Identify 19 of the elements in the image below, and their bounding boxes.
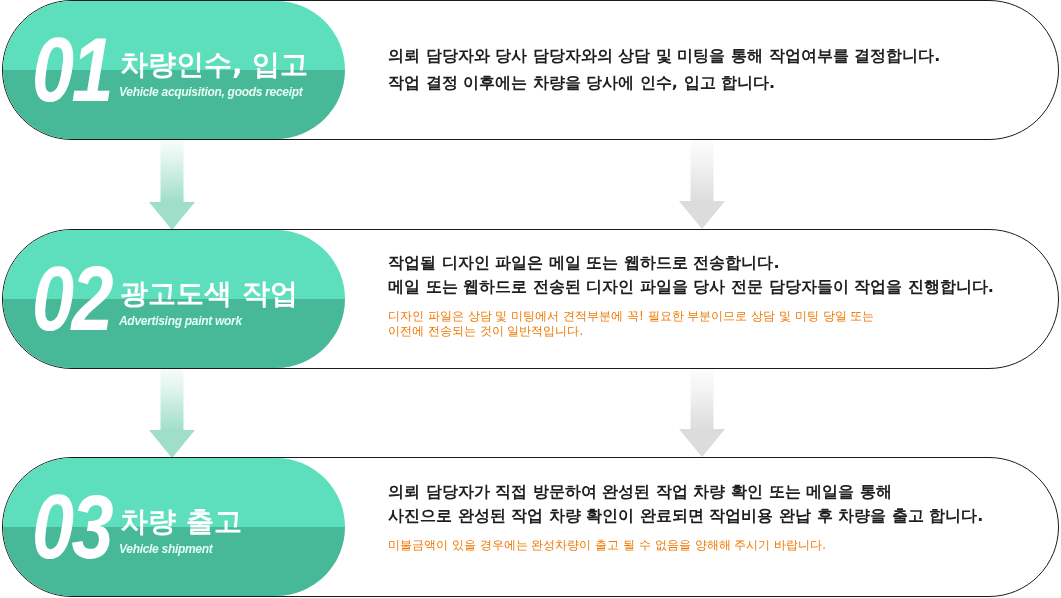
- step-number: 02: [32, 254, 112, 344]
- step-title: 차량 출고: [120, 507, 242, 538]
- step-number: 03: [32, 482, 112, 572]
- step-title: 차량인수, 입고: [120, 50, 309, 81]
- step-number: 01: [32, 25, 112, 115]
- description-text: 의뢰 담당자와 당사 담당자와의 상담 및 미팅을 통해 작업여부를 결정합니다.: [388, 45, 941, 67]
- step-title: 광고도색 작업: [120, 279, 298, 310]
- note-text: 미불금액이 있을 경우에는 완성차량이 출고 될 수 없음을 양해해 주시기 바랍니다.: [388, 538, 827, 553]
- step-subtitle: Vehicle acquisition, goods receipt: [119, 86, 303, 100]
- description-text: 의뢰 담당자가 직접 방문하여 완성된 작업 차량 확인 또는 메일을 통해: [388, 481, 892, 503]
- description-text: 사진으로 완성된 작업 차량 확인이 완료되면 작업비용 완납 후 차량을 출고 합니다.: [388, 505, 984, 527]
- note-text: 디자인 파일은 상담 및 미팅에서 견적부분에 꼭! 필요한 부분이므로 상담 및 미팅 당일 또는 이전에 전송되는 것이 일반적입니다.: [388, 309, 876, 339]
- description-text: 작업 결정 이후에는 차량을 당사에 인수, 입고 합니다.: [388, 72, 776, 94]
- arrow: [149, 139, 195, 230]
- step-subtitle: Advertising paint work: [119, 315, 242, 329]
- description-text: 메일 또는 웹하드로 전송된 디자인 파일을 당사 전문 담당자들이 작업을 진행합니다.: [388, 276, 994, 298]
- description-text: 작업될 디자인 파일은 메일 또는 웹하드로 전송합니다.: [388, 252, 780, 274]
- step-subtitle: Vehicle shipment: [119, 543, 213, 557]
- arrow: [149, 368, 195, 458]
